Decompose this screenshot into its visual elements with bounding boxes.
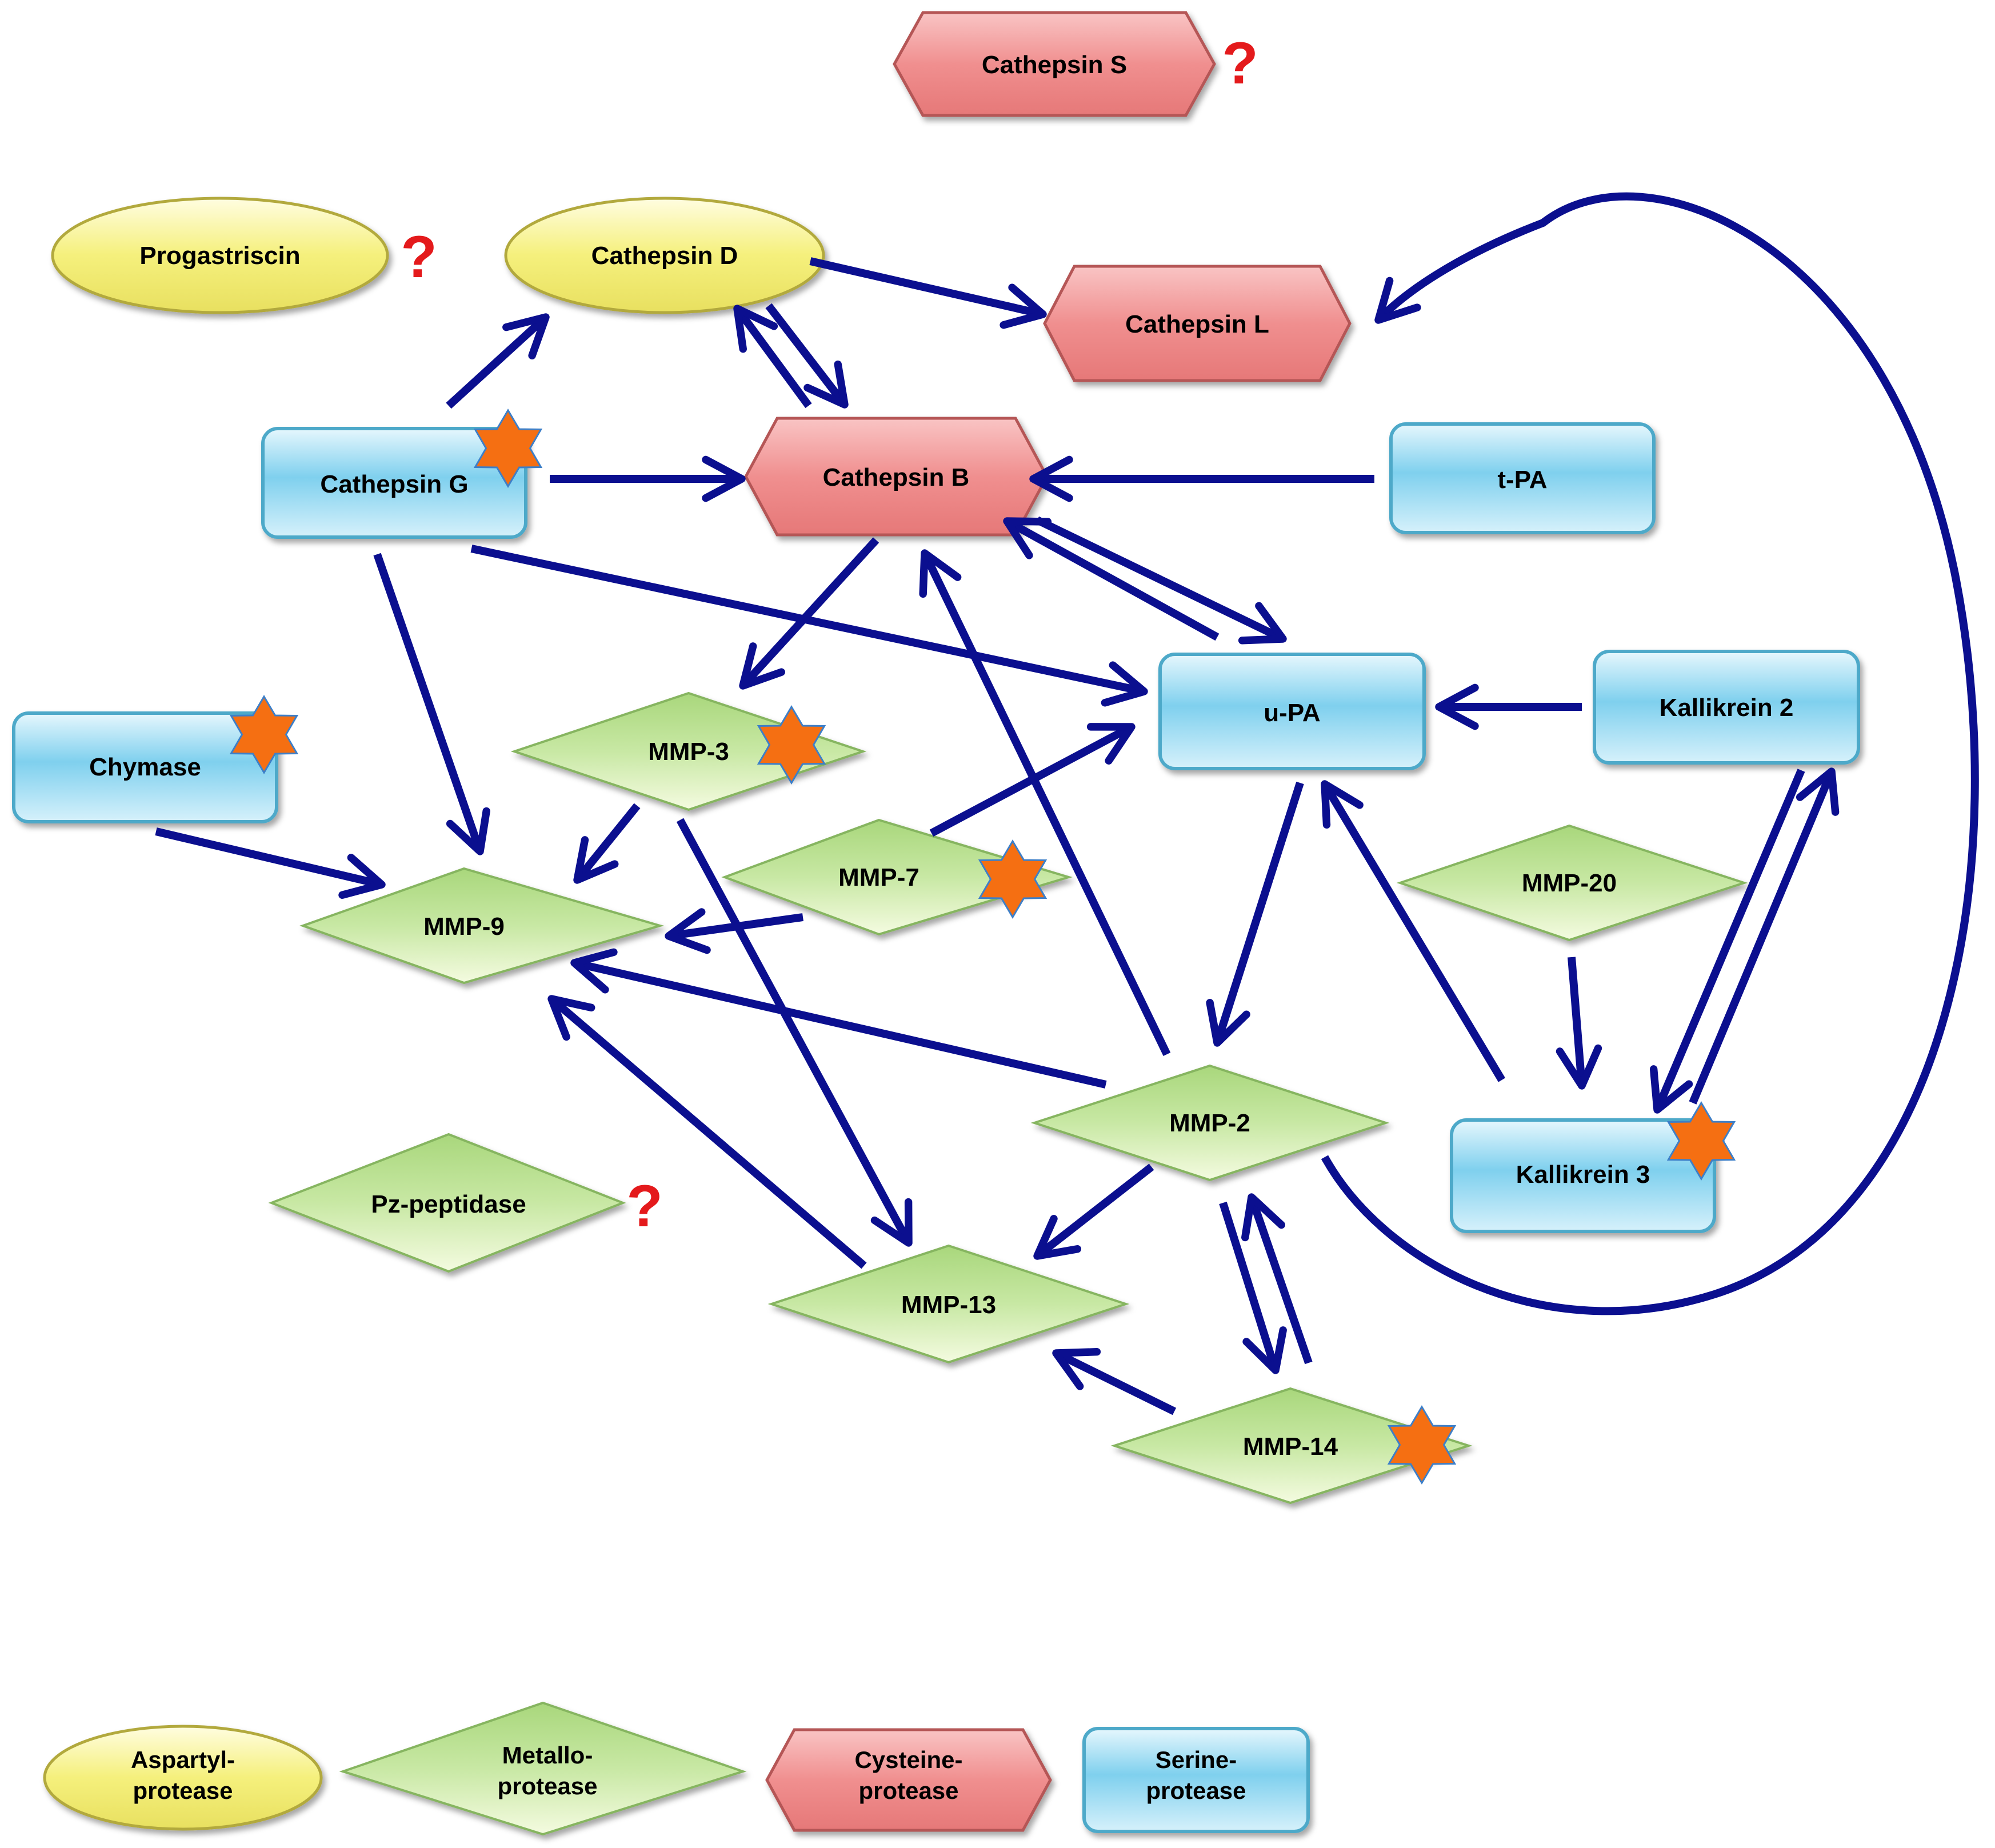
node-kallikrein-2 [1593,650,1860,765]
label-cathepsin-d: Cathepsin D [591,242,738,270]
arrow-mmp-2-to-mmp-14 [1219,1201,1287,1374]
arrow-mmp-3-to-mmp-13 [676,818,913,1247]
arrow-cathepsin-b-to-mmp-3 [739,537,879,690]
arrow-kallikrein-3-to-u-pa [1321,780,1506,1082]
legend-cysteine-shape [765,1728,1052,1832]
star-cathepsin-g [473,409,543,488]
node-mmp-9 [299,867,665,985]
label-chymase: Chymase [89,753,201,781]
label-cathepsin-g: Cathepsin G [320,470,468,498]
star-chymase [229,695,299,774]
label-t-pa: t-PA [1497,466,1547,494]
legend-serine-line2: protease [1146,1777,1246,1804]
legend-serine-line1: Serine- [1156,1746,1237,1773]
legend-cysteine-line1: Cysteine- [854,1746,962,1773]
label-cathepsin-s: Cathepsin S [982,51,1127,79]
star-mmp-3 [757,705,826,785]
label-cathepsin-b: Cathepsin B [823,463,970,491]
arrow-mmp-20-to-kallikrein-3 [1556,957,1602,1090]
legend-serine-shape [1082,1727,1310,1833]
legend-cysteine-line2: protease [858,1777,958,1804]
arrow-cathepsin-d-to-cathepsin-l [809,257,1047,329]
label-kallikrein-2: Kallikrein 2 [1660,694,1794,722]
label-mmp-14: MMP-14 [1243,1433,1338,1461]
arrow-mmp-2-to-mmp-13 [1033,1163,1154,1260]
node-cathepsin-g [261,427,527,539]
label-mmp-13: MMP-13 [901,1291,996,1319]
label-progastriscin: Progastriscin [139,242,300,270]
arrow-mmp-13-to-mmp-9 [547,995,867,1269]
label-mmp-9: MMP-9 [423,913,505,941]
question-mark-progastriscin: ? [401,224,437,290]
node-cathepsin-d [504,197,825,314]
arrow-cathepsin-b-to-cathepsin-d [733,305,812,409]
legend: Aspartyl- protease Metallo- protease Cys… [43,1701,1310,1836]
arrow-kallikrein-2-to-kallikrein-3 [1649,769,1805,1114]
node-pz-peptidase [268,1133,626,1273]
node-mmp-13 [767,1244,1130,1364]
node-t-pa [1389,422,1656,534]
label-mmp-20: MMP-20 [1522,869,1617,897]
arrow-cathepsin-g-to-cathepsin-d [446,313,550,409]
arrow-mmp-2-to-cathepsin-b [919,549,1171,1057]
legend-metallo-shape [339,1701,747,1836]
node-chymase [12,711,278,823]
star-kallikrein-3 [1666,1101,1736,1181]
arrow-kallikrein-3-to-kallikrein-2 [1689,767,1840,1105]
node-mmp-20 [1396,824,1748,942]
label-cathepsin-l: Cathepsin L [1125,310,1269,338]
legend-aspartyl-shape [43,1725,323,1831]
label-mmp-3: MMP-3 [648,738,729,766]
question-mark-pz-peptidase: ? [626,1173,663,1239]
arrow-chymase-to-mmp-9 [155,827,386,899]
arrow-mmp-3-to-mmp-9 [573,803,641,884]
label-u-pa: u-PA [1264,699,1320,727]
arrow-mmp-2-to-mmp-9 [570,948,1107,1089]
arrow-cathepsin-b-to-u-pa [1035,516,1287,645]
legend-metallo-line1: Metallo- [502,1742,593,1769]
star-mmp-7 [978,839,1048,919]
arrow-mmp-14-to-mmp-13 [1052,1347,1177,1415]
node-kallikrein-3 [1450,1118,1716,1233]
node-mmp-2 [1030,1064,1390,1182]
label-mmp-7: MMP-7 [838,863,919,891]
legend-aspartyl-line1: Aspartyl- [131,1746,235,1773]
node-cathepsin-s [893,11,1216,117]
legend-metallo-line2: protease [497,1773,597,1799]
arrow-mmp-7-to-mmp-9 [665,908,803,954]
arrows [155,192,1979,1415]
arrow-mmp-2-to-cathepsin-l-loop [1321,192,1979,1315]
label-kallikrein-3: Kallikrein 3 [1516,1161,1650,1189]
arrow-mmp-14-to-mmp-2 [1241,1193,1313,1365]
node-u-pa [1158,653,1426,770]
arrow-cathepsin-g-to-mmp-9 [373,553,490,855]
arrow-cathepsin-d-to-cathepsin-b [765,303,849,409]
label-mmp-2: MMP-2 [1169,1109,1250,1137]
legend-aspartyl-line2: protease [133,1777,233,1804]
star-mmp-14 [1387,1405,1457,1485]
node-progastriscin [51,197,389,314]
arrow-u-pa-to-cathepsin-b [1003,517,1220,641]
question-mark-cathepsin-s: ? [1222,30,1258,97]
arrow-u-pa-to-mmp-2 [1206,781,1304,1047]
label-pz-peptidase: Pz-peptidase [371,1190,526,1218]
